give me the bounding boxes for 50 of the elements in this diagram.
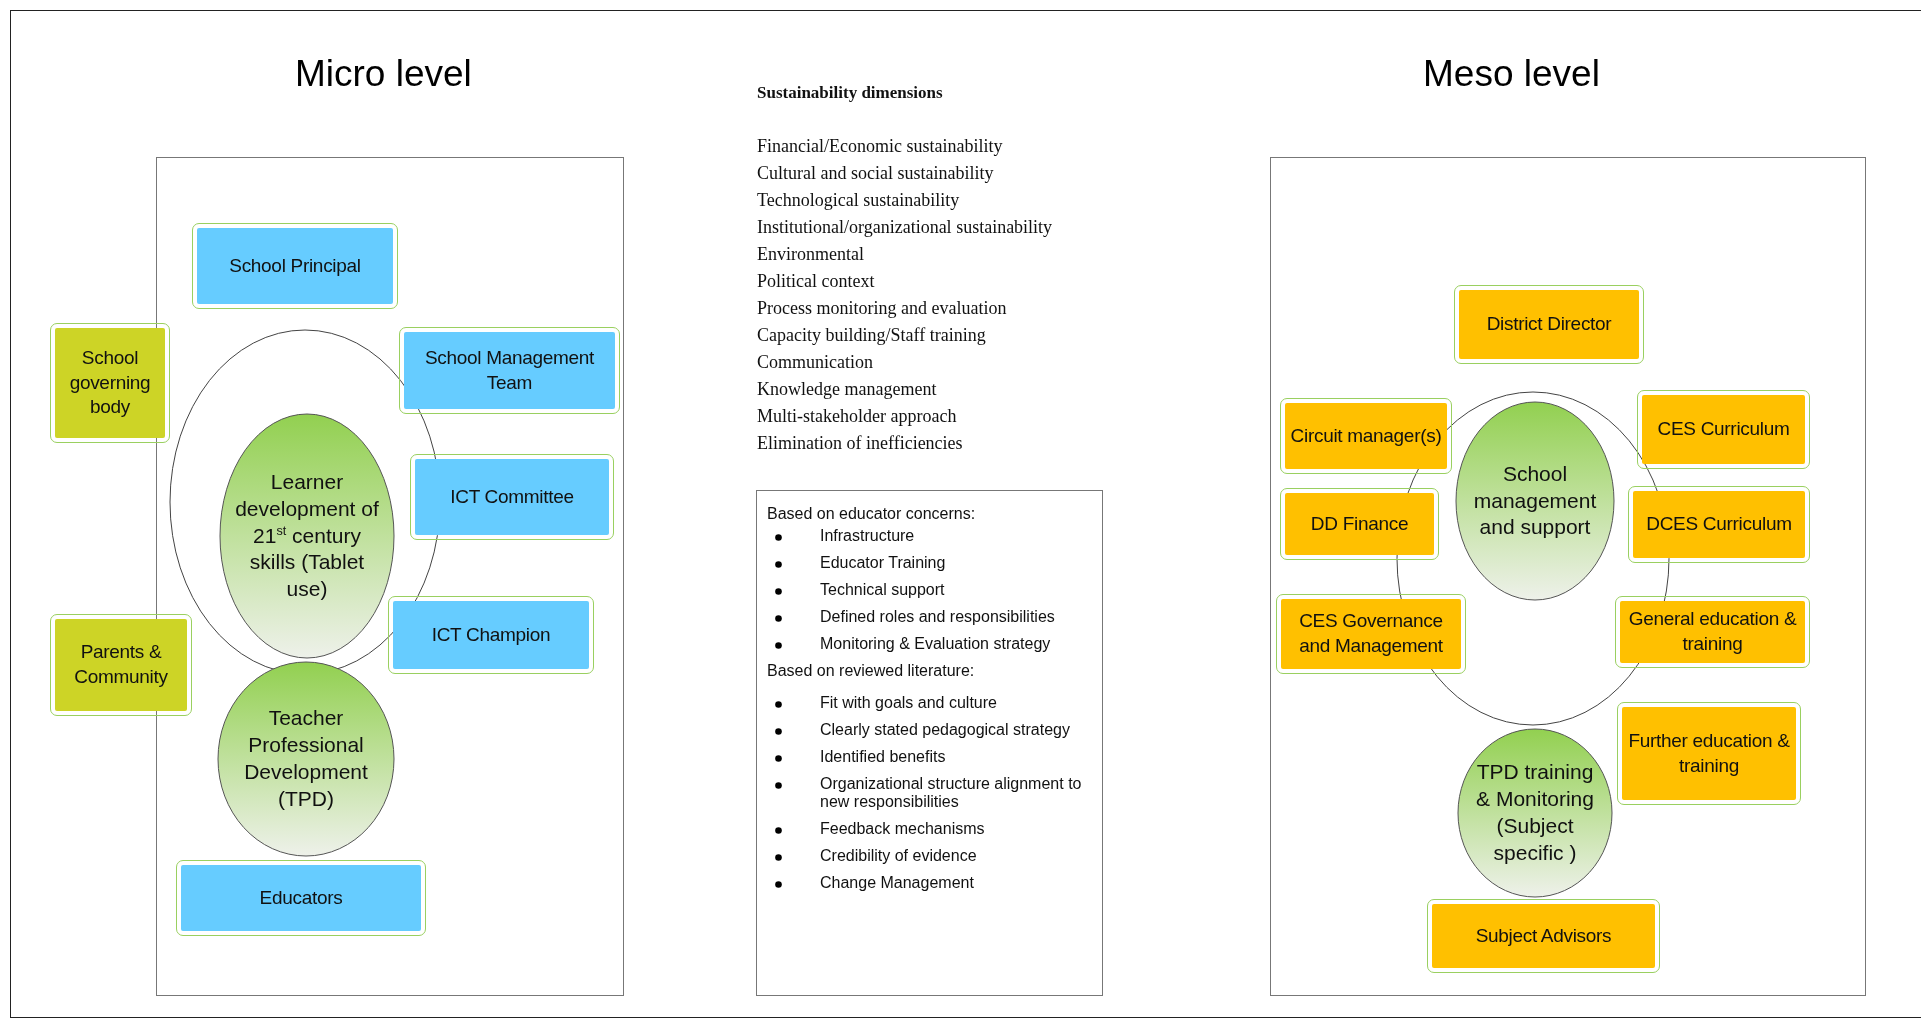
level-heading: Meso level xyxy=(1423,53,1600,95)
dimension-item: Cultural and social sustainability xyxy=(757,163,994,184)
dimension-item: Process monitoring and evaluation xyxy=(757,298,1007,319)
list-item: Credibility of evidence xyxy=(820,847,977,864)
factor-list-box xyxy=(756,490,1103,996)
focus-ellipse: TPD training & Monitoring (Subject specific ) xyxy=(1457,728,1613,898)
dimension-item: Elimination of inefficiencies xyxy=(757,433,963,454)
dimension-item: Environmental xyxy=(757,244,864,265)
dimension-item: Political context xyxy=(757,271,875,292)
list-item: Infrastructure xyxy=(820,527,915,544)
role-box: Educators xyxy=(181,865,421,931)
role-box: School Management Team xyxy=(404,332,615,409)
list-title: Sustainability dimensions xyxy=(757,83,943,103)
role-box: Parents & Community xyxy=(55,619,187,711)
list-item: Change Management xyxy=(820,874,974,891)
list-item: Identified benefits xyxy=(820,748,946,765)
focus-ellipse: Learner development of 21$^{st}$ century skills (Tablet use) xyxy=(219,413,395,659)
role-box: CES Curriculum xyxy=(1642,395,1805,464)
role-box: School governing body xyxy=(55,328,165,438)
role-box: District Director xyxy=(1459,290,1639,359)
role-box: ICT Champion xyxy=(393,601,589,669)
role-box: Subject Advisors xyxy=(1432,904,1655,968)
dimension-item: Capacity building/Staff training xyxy=(757,325,986,346)
dimension-item: Institutional/organizational sustainability xyxy=(757,217,1053,238)
focus-ellipse: Teacher Professional Development (TPD) xyxy=(217,661,395,857)
list-item: Clearly stated pedagogical strategy xyxy=(820,721,1070,738)
focus-ellipse: School management and support xyxy=(1455,401,1615,601)
role-box: School Principal xyxy=(197,228,393,304)
list-item: Educator Training xyxy=(820,554,946,571)
role-box: Circuit manager(s) xyxy=(1285,403,1447,469)
role-box: DD Finance xyxy=(1285,493,1434,555)
list-item: Technical support xyxy=(820,581,945,598)
dimension-item: Communication xyxy=(757,352,873,373)
list-heading: Based on educator concerns: xyxy=(767,505,977,523)
list-item: Defined roles and responsibilities xyxy=(820,608,1055,625)
role-box: ICT Committee xyxy=(415,459,609,535)
dimension-item: Multi-stakeholder approach xyxy=(757,406,957,427)
role-box: General education & training xyxy=(1620,601,1805,663)
list-heading: Based on reviewed literature: xyxy=(767,662,976,680)
role-box: Further education & training xyxy=(1622,707,1796,800)
list-item: Organizational structure alignment to new responsibilities xyxy=(820,775,1082,810)
dimension-item: Technological sustainability xyxy=(757,190,960,211)
list-item: Fit with goals and culture xyxy=(820,694,997,711)
role-box: CES Governance and Management xyxy=(1281,599,1461,669)
dimension-item: Financial/Economic sustainability xyxy=(757,136,1003,157)
level-heading: Micro level xyxy=(295,53,472,95)
dimension-item: Knowledge management xyxy=(757,379,937,400)
list-item: Feedback mechanisms xyxy=(820,820,985,837)
list-item: Monitoring & Evaluation strategy xyxy=(820,635,1051,652)
role-box: DCES Curriculum xyxy=(1633,491,1805,558)
